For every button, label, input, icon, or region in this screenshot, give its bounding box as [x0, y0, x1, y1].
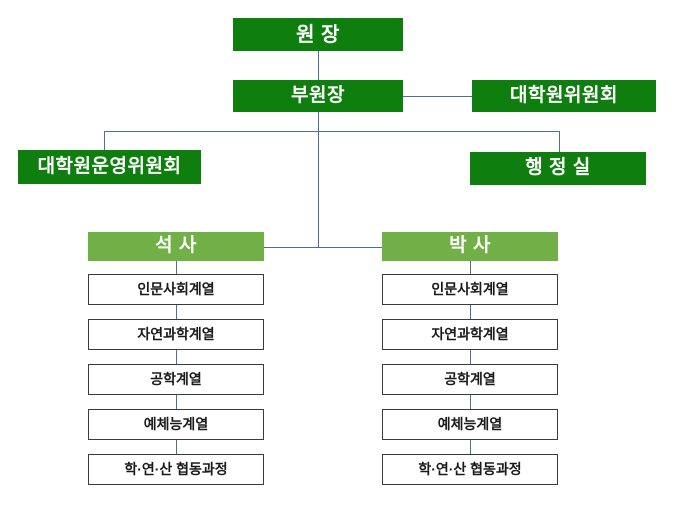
node-doctoral-degree[interactable]: 박 사 [382, 232, 558, 261]
node-master-program-engineering[interactable]: 공학계열 [88, 364, 264, 395]
node-graduate-committee[interactable]: 대학원위원회 [472, 80, 656, 112]
connector-doctor-stem-0 [469, 261, 471, 274]
node-admin-office[interactable]: 행 정 실 [470, 152, 646, 185]
connector-doctor-stem-4 [469, 440, 471, 454]
node-doctoral-program-natural-science[interactable]: 자연과학계열 [382, 319, 558, 350]
connector-master-stem-4 [175, 440, 177, 454]
node-master-program-arts-physical[interactable]: 예체능계열 [88, 409, 264, 440]
connector-bus-to-admin-office [559, 131, 561, 152]
connector-doctor-stem-1 [469, 305, 471, 319]
connector-vice-director-to-graduate-committee [372, 95, 472, 97]
node-master-program-humanities-social[interactable]: 인문사회계열 [88, 274, 264, 305]
node-master-program-natural-science[interactable]: 자연과학계열 [88, 319, 264, 350]
connector-master-stem-3 [175, 395, 177, 409]
node-doctoral-program-arts-physical[interactable]: 예체능계열 [382, 409, 558, 440]
node-steering-committee[interactable]: 대학원운영위원회 [18, 150, 201, 184]
connector-master-stem-0 [175, 261, 177, 274]
node-doctoral-program-engineering[interactable]: 공학계열 [382, 364, 558, 395]
connector-master-stem-2 [175, 350, 177, 364]
node-master-program-cooperative[interactable]: 학·연·산 협동과정 [88, 454, 264, 485]
connector-vice-director-trunk [317, 112, 319, 248]
node-vice-director[interactable]: 부원장 [233, 80, 403, 112]
connector-doctor-stem-3 [469, 395, 471, 409]
node-doctoral-program-humanities-social[interactable]: 인문사회계열 [382, 274, 558, 305]
connector-director-to-vice-director [317, 51, 319, 80]
connector-master-doctor-bar [264, 246, 382, 248]
node-doctoral-program-cooperative[interactable]: 학·연·산 협동과정 [382, 454, 558, 485]
node-master-degree[interactable]: 석 사 [88, 232, 264, 261]
connector-master-stem-1 [175, 305, 177, 319]
connector-bus-to-steering-committee [104, 131, 106, 150]
connector-horizontal-bus [104, 130, 560, 132]
connector-doctor-stem-2 [469, 350, 471, 364]
node-director[interactable]: 원 장 [233, 18, 403, 51]
